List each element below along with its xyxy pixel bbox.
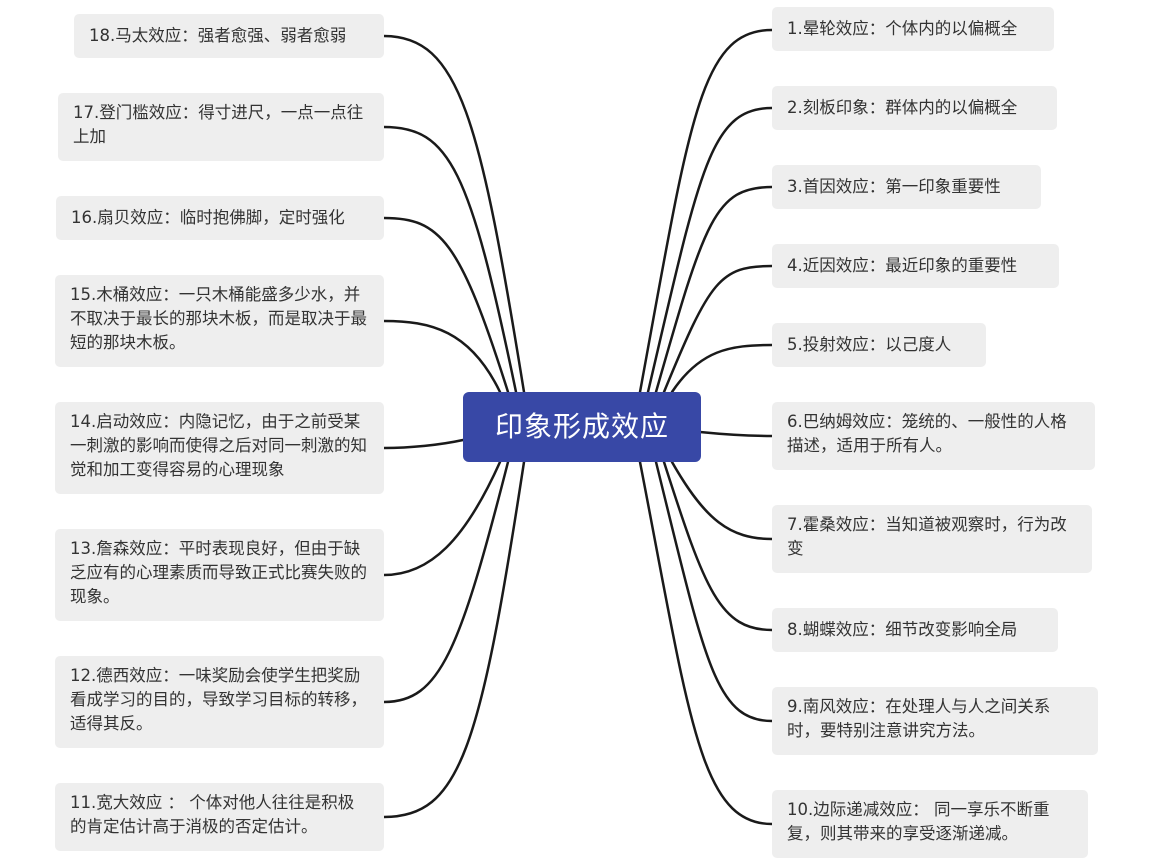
topic-node-left-17[interactable]: 17.登门槛效应：得寸进尺，一点一点往上加 xyxy=(58,93,384,161)
connector-right-7 xyxy=(670,460,774,541)
connector-right-10 xyxy=(638,460,774,826)
topic-node-right-5[interactable]: 5.投射效应：以己度人 xyxy=(772,323,986,367)
topic-node-right-2[interactable]: 2.刻板印象：群体内的以偏概全 xyxy=(772,86,1057,130)
connector-left-11 xyxy=(382,460,526,819)
topic-node-left-13[interactable]: 13.詹森效应：平时表现良好，但由于缺乏应有的心理素质而导致正式比赛失败的现象。 xyxy=(55,529,384,621)
topic-node-left-14[interactable]: 14.启动效应：内隐记忆，由于之前受某一刺激的影响而使得之后对同一刺激的知觉和加… xyxy=(55,402,384,494)
topic-node-right-4[interactable]: 4.近因效应：最近印象的重要性 xyxy=(772,244,1059,288)
connector-right-5 xyxy=(670,343,774,394)
connector-right-3 xyxy=(654,185,774,394)
topic-node-right-7[interactable]: 7.霍桑效应：当知道被观察时，行为改变 xyxy=(772,505,1092,573)
connector-left-16 xyxy=(382,216,510,394)
central-topic[interactable]: 印象形成效应 xyxy=(463,392,701,462)
connector-left-13 xyxy=(382,460,502,577)
topic-node-left-11[interactable]: 11.宽大效应 ： 个体对他人往往是积极的肯定估计高于消极的否定估计。 xyxy=(55,783,384,851)
topic-node-left-18[interactable]: 18.马太效应：强者愈强、弱者愈弱 xyxy=(74,14,384,58)
connector-left-12 xyxy=(382,460,510,704)
topic-node-right-10[interactable]: 10.边际递减效应： 同一享乐不断重复，则其带来的享受逐渐递减。 xyxy=(772,790,1088,858)
connector-right-9 xyxy=(654,460,774,723)
topic-node-left-12[interactable]: 12.德西效应：一味奖励会使学生把奖励看成学习的目的，导致学习目标的转移，适得其… xyxy=(55,656,384,748)
topic-node-right-8[interactable]: 8.蝴蝶效应：细节改变影响全局 xyxy=(772,608,1058,652)
connector-right-6 xyxy=(698,430,774,438)
topic-node-right-6[interactable]: 6.巴纳姆效应：笼统的、一般性的人格描述，适用于所有人。 xyxy=(772,402,1095,470)
connector-left-17 xyxy=(382,125,518,394)
connector-right-2 xyxy=(646,106,774,394)
connector-left-15 xyxy=(382,319,502,394)
connector-left-18 xyxy=(382,34,526,394)
connector-right-1 xyxy=(638,28,774,394)
topic-node-right-3[interactable]: 3.首因效应：第一印象重要性 xyxy=(772,165,1041,209)
topic-node-left-15[interactable]: 15.木桶效应：一只木桶能盛多少水，并不取决于最长的那块木板，而是取决于最短的那… xyxy=(55,275,384,367)
connector-right-8 xyxy=(662,460,774,632)
topic-node-left-16[interactable]: 16.扇贝效应：临时抱佛脚，定时强化 xyxy=(56,196,384,240)
connector-right-4 xyxy=(662,264,774,394)
topic-node-right-1[interactable]: 1.晕轮效应：个体内的以偏概全 xyxy=(772,7,1054,51)
topic-node-right-9[interactable]: 9.南风效应：在处理人与人之间关系时，要特别注意讲究方法。 xyxy=(772,687,1098,755)
connector-left-14 xyxy=(382,438,465,450)
